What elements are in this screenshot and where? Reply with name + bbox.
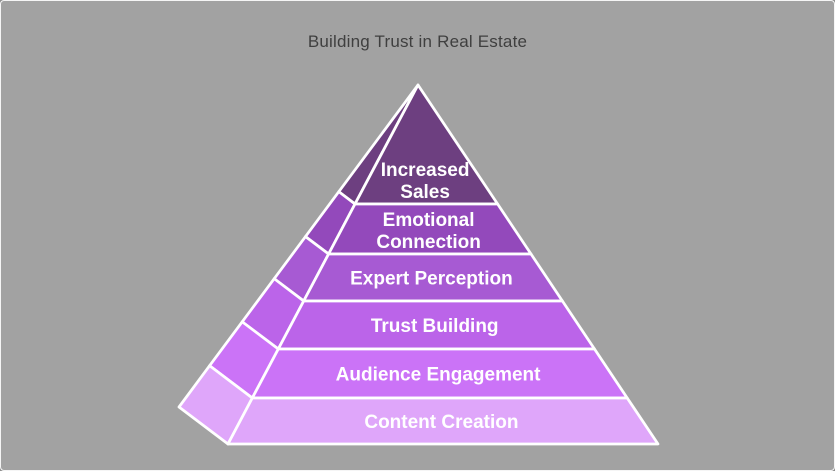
pyramid-level-front-5 — [226, 396, 660, 446]
diagram-title: Building Trust in Real Estate — [307, 32, 528, 51]
pyramid-level-label-5: Content Creation — [364, 412, 518, 433]
pyramid-level-label-3: Trust Building — [371, 316, 499, 337]
pyramid-level-label-2: Expert Perception — [350, 269, 513, 290]
pyramid-level-label-4: Audience Engagement — [336, 365, 541, 386]
